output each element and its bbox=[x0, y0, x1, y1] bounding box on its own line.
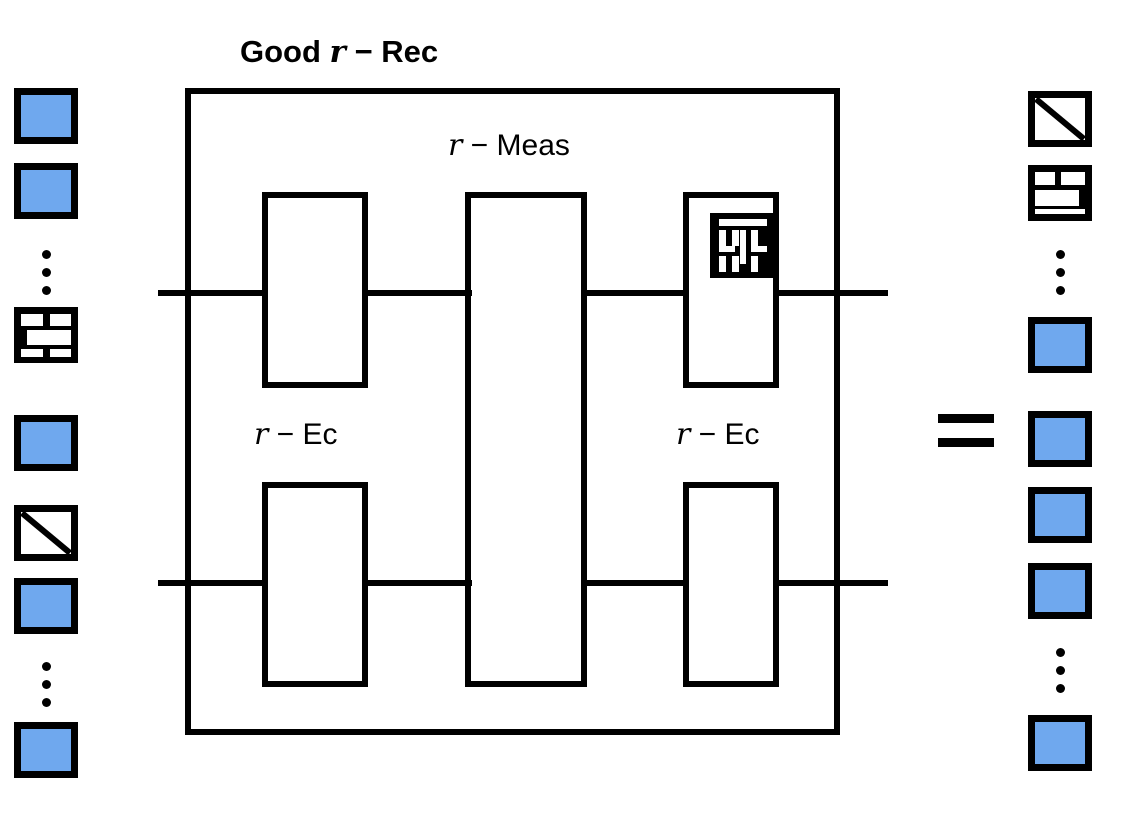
circuit-title-prefix: Good bbox=[240, 34, 330, 69]
bottom-wire-stub-1 bbox=[362, 580, 472, 586]
qubit-icon bbox=[1028, 715, 1092, 771]
vertical-ellipsis-icon bbox=[36, 662, 56, 707]
ec-gate-right-label: r − Ec bbox=[676, 420, 760, 450]
meter-icon bbox=[1028, 165, 1092, 221]
ec-gate-left-label: r − Ec bbox=[254, 420, 338, 450]
ec-right-label-symbol: r bbox=[676, 417, 691, 452]
top-wire-stub-left bbox=[158, 290, 268, 296]
vertical-ellipsis-icon bbox=[1050, 250, 1070, 295]
meter-icon bbox=[710, 213, 775, 278]
circuit-title-symbol: r bbox=[329, 34, 346, 70]
top-wire-stub-right bbox=[773, 290, 888, 296]
diagonal-line-icon bbox=[21, 512, 71, 554]
circuit-title-suffix: − Rec bbox=[345, 34, 439, 69]
qubit-icon bbox=[1028, 563, 1092, 619]
circuit-title: Good r − Rec bbox=[240, 36, 438, 68]
ec-gate-bottom-left[interactable] bbox=[262, 482, 368, 687]
qubit-icon bbox=[1028, 317, 1092, 373]
qubit-icon bbox=[14, 722, 78, 778]
ec-gate-bottom-right[interactable] bbox=[683, 482, 779, 687]
qubit-icon bbox=[14, 88, 78, 144]
ec-right-label-suffix: − Ec bbox=[690, 418, 760, 451]
vertical-ellipsis-icon bbox=[1050, 648, 1070, 693]
diagonal-line-icon bbox=[1035, 98, 1085, 140]
bottom-wire-stub-2 bbox=[581, 580, 689, 586]
meas-gate-label: r − Meas bbox=[448, 131, 570, 161]
bottom-wire-stub-left bbox=[158, 580, 268, 586]
ec-gate-top-left[interactable] bbox=[262, 192, 368, 388]
meas-label-symbol: r bbox=[448, 128, 463, 163]
rec-outer-box bbox=[185, 88, 840, 735]
meas-label-suffix: − Meas bbox=[462, 129, 570, 162]
diagonal-box-icon bbox=[1028, 91, 1092, 147]
meas-gate[interactable] bbox=[465, 192, 587, 687]
top-wire-stub-2 bbox=[581, 290, 689, 296]
qubit-icon bbox=[14, 415, 78, 471]
vertical-ellipsis-icon bbox=[36, 250, 56, 295]
circuit-group: Good r − Rec r − Meas bbox=[158, 36, 888, 735]
ec-left-label-symbol: r bbox=[254, 417, 269, 452]
ec-left-label-suffix: − Ec bbox=[268, 418, 338, 451]
output-register bbox=[1010, 0, 1130, 820]
equals-sign bbox=[938, 414, 994, 447]
diagonal-box-icon bbox=[14, 505, 78, 561]
top-wire-stub-1 bbox=[362, 290, 472, 296]
qubit-icon bbox=[1028, 411, 1092, 467]
qubit-icon bbox=[14, 163, 78, 219]
meter-icon bbox=[14, 307, 78, 363]
bottom-wire-stub-right bbox=[773, 580, 888, 586]
qubit-icon bbox=[1028, 487, 1092, 543]
input-register bbox=[0, 0, 110, 820]
qubit-icon bbox=[14, 578, 78, 634]
